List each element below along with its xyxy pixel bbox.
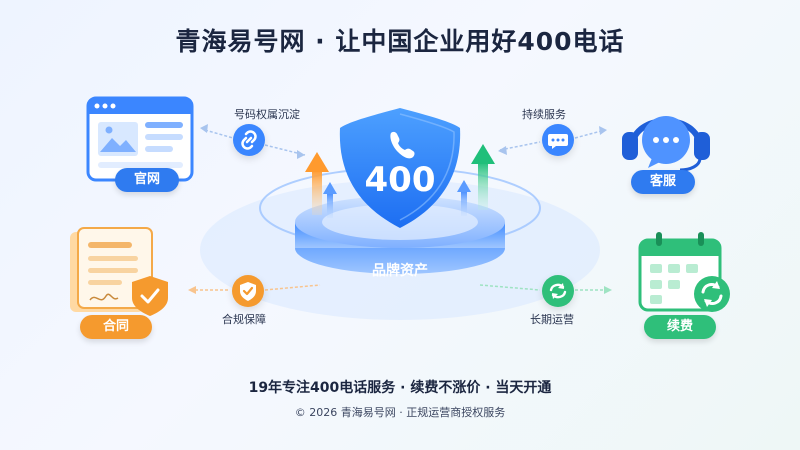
shield-check-icon [232, 275, 264, 307]
link-icon [233, 124, 265, 156]
up-arrow-orange-icon [305, 152, 329, 215]
long-term-label: 长期运营 [530, 313, 574, 326]
contract-document-icon [70, 227, 168, 316]
platform-label: 品牌资产 [372, 263, 428, 279]
service-label: 客服 [649, 174, 676, 189]
up-arrow-lightblue-icon [457, 180, 471, 216]
chat-bubble-icon [542, 124, 574, 156]
refresh-icon [542, 275, 574, 307]
browser-window-icon [86, 96, 194, 182]
renewal-pill[interactable]: 续费 [644, 315, 716, 339]
compliance-label: 合规保障 [222, 313, 266, 326]
website-label: 官网 [133, 172, 160, 187]
contract-pill[interactable]: 合同 [80, 315, 152, 339]
up-arrow-blue-icon [323, 182, 337, 218]
contract-label: 合同 [102, 319, 129, 334]
service-pill[interactable]: 客服 [631, 170, 695, 194]
shield-400-icon [339, 108, 461, 228]
tagline: 19年专注400电话服务 · 续费不涨价 · 当天开通 [248, 380, 552, 396]
center-badge-400: 400 [364, 160, 436, 200]
up-arrow-green-icon [471, 144, 495, 210]
headset-icon [622, 116, 710, 172]
ongoing-service-label: 持续服务 [522, 108, 566, 121]
phone-icon [390, 131, 415, 159]
copyright: © 2026 青海易号网 · 正规运营商授权服务 [294, 406, 506, 419]
website-pill[interactable]: 官网 [115, 168, 179, 192]
renewal-label: 续费 [666, 319, 693, 334]
page-title: 青海易号网 · 让中国企业用好400电话 [175, 27, 625, 56]
calendar-icon [638, 232, 730, 312]
ownership-label: 号码权属沉淀 [234, 108, 300, 121]
